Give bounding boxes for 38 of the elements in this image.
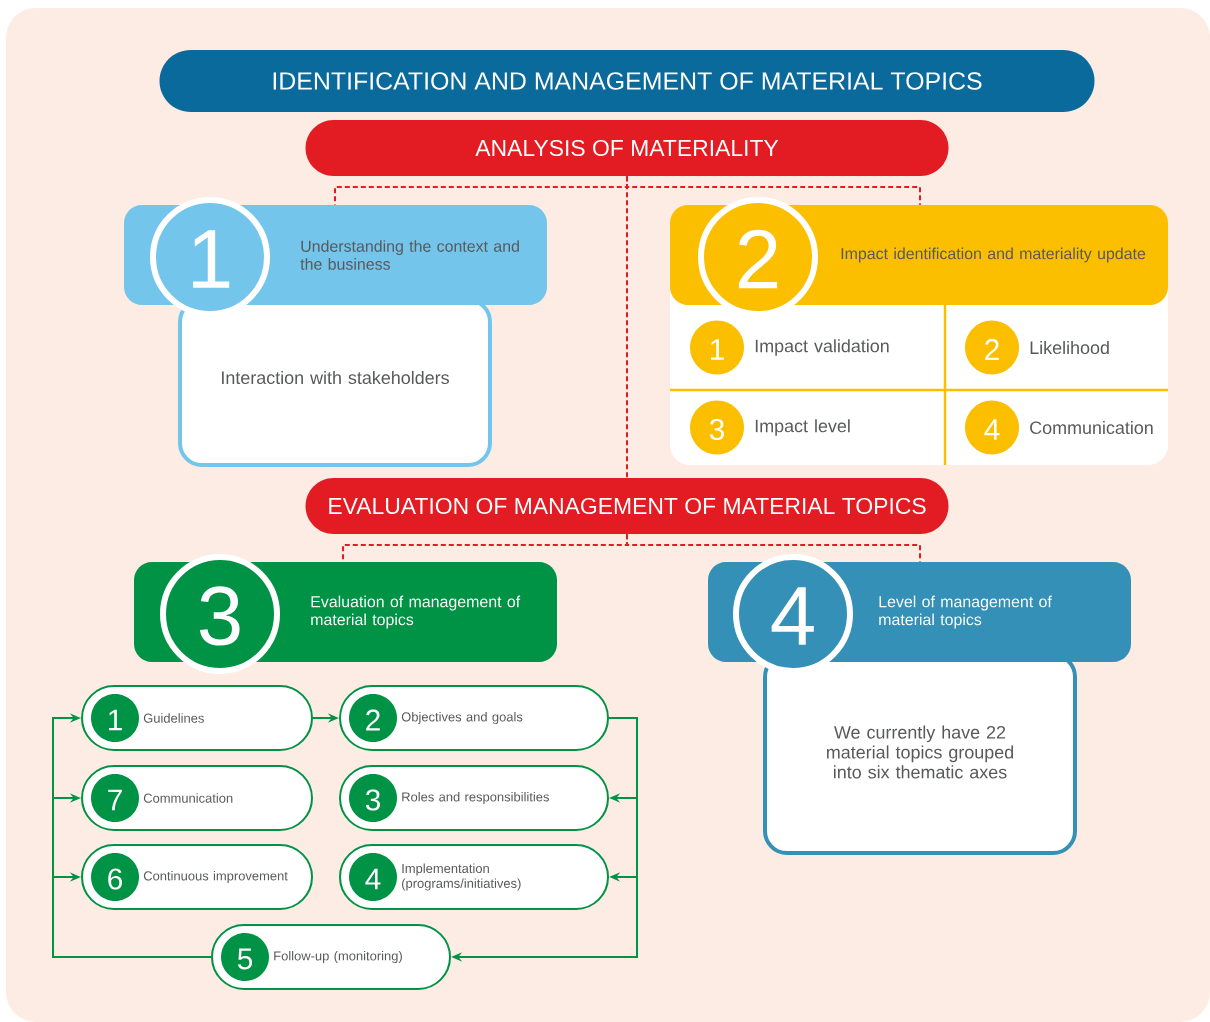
step-label: Follow-up (monitoring) [274, 950, 402, 964]
section-banner: EVALUATION OF MANAGEMENT OF MATERIAL TOPICS [305, 478, 949, 534]
number-badge: 3 [160, 554, 280, 674]
number-badge: 1 [150, 197, 270, 317]
dashed-connector [626, 533, 921, 563]
step-title: Impact identification and materiality update [841, 247, 1146, 263]
dashed-connector [626, 175, 628, 479]
number-badge: 3 [690, 400, 744, 455]
step-title: Evaluation of management of material topics [311, 595, 521, 629]
number-badge: 5 [221, 933, 269, 981]
step-title: Understanding the context and the business [300, 240, 519, 270]
step-title: Level of management of material topics [879, 595, 1052, 629]
cell-label: Communication [1030, 420, 1153, 435]
number-badge: 2 [965, 320, 1019, 375]
step-label: Objectives and goals [401, 711, 523, 725]
section-banner: ANALYSIS OF MATERIALITY [305, 120, 949, 176]
number-badge: 1 [690, 320, 744, 375]
cell-label: Impact validation [755, 339, 889, 356]
number-badge: 7 [91, 774, 139, 822]
number-badge: 4 [965, 400, 1019, 455]
number-badge: 4 [733, 554, 853, 674]
cell-label: Impact level [755, 419, 850, 436]
number-badge: 4 [349, 853, 397, 901]
number-badge: 2 [349, 694, 397, 742]
step-label: Communication [143, 793, 233, 803]
text-box: Interaction with stakeholders [178, 298, 492, 467]
number-badge: 1 [91, 694, 139, 742]
step-label: Roles and responsibilities [402, 791, 549, 805]
number-badge: 6 [91, 853, 139, 901]
cell-label: Likelihood [1030, 340, 1109, 355]
step-label: Implementation (programs/initiatives) [402, 863, 521, 891]
text-box: We currently have 22 material topics grouped into six thematic axes [763, 653, 1077, 855]
title-banner: IDENTIFICATION AND MANAGEMENT OF MATERIAL TOPICS [159, 50, 1095, 112]
number-badge: 2 [698, 197, 818, 317]
arrow [52, 872, 212, 958]
step-label: Guidelines [143, 713, 204, 723]
number-badge: 3 [349, 774, 397, 822]
step-label: Continuous improvement [143, 870, 288, 884]
